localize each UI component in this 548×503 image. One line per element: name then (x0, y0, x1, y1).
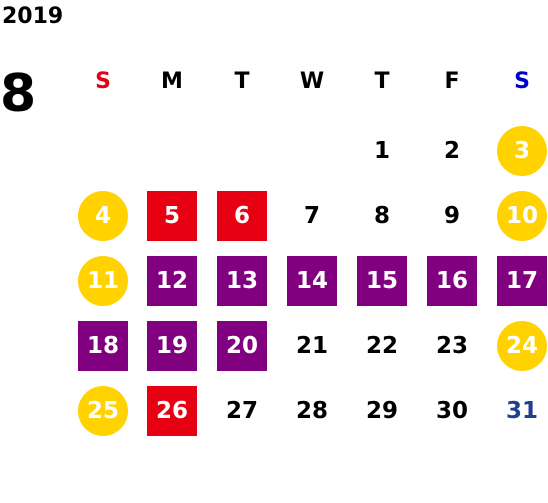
calendar-day[interactable]: 1 (373, 138, 390, 164)
calendar-day[interactable]: 11 (78, 256, 128, 306)
calendar-year: 2019 (2, 4, 64, 29)
calendar-day[interactable]: 5 (147, 191, 197, 241)
calendar-day[interactable]: 18 (78, 321, 128, 371)
weekday-label: S (95, 69, 111, 94)
calendar-day[interactable]: 27 (225, 398, 258, 424)
calendar-day[interactable]: 4 (78, 191, 128, 241)
calendar-day[interactable]: 12 (147, 256, 197, 306)
calendar-day[interactable]: 14 (287, 256, 337, 306)
calendar-day[interactable]: 28 (295, 398, 328, 424)
calendar-day[interactable]: 17 (497, 256, 547, 306)
calendar-day[interactable]: 6 (217, 191, 267, 241)
weekday-label: S (514, 69, 530, 94)
calendar-day[interactable]: 21 (295, 333, 328, 359)
calendar-day[interactable]: 20 (217, 321, 267, 371)
calendar-day[interactable]: 7 (303, 203, 320, 229)
weekday-label: F (444, 69, 460, 94)
calendar-day[interactable]: 15 (357, 256, 407, 306)
calendar-day[interactable]: 29 (365, 398, 398, 424)
weekday-label: T (374, 69, 390, 94)
calendar-day[interactable]: 31 (505, 398, 538, 424)
calendar-day[interactable]: 10 (497, 191, 547, 241)
calendar-month: 8 (0, 64, 37, 124)
calendar-day[interactable]: 19 (147, 321, 197, 371)
calendar-day[interactable]: 22 (365, 333, 398, 359)
weekday-label: T (234, 69, 250, 94)
calendar-day[interactable]: 16 (427, 256, 477, 306)
calendar-day[interactable]: 8 (373, 203, 390, 229)
calendar-day[interactable]: 24 (497, 321, 547, 371)
weekday-label: W (299, 69, 325, 94)
calendar-day[interactable]: 3 (497, 126, 547, 176)
calendar-day[interactable]: 23 (435, 333, 468, 359)
calendar-day[interactable]: 9 (443, 203, 460, 229)
calendar-day[interactable]: 26 (147, 386, 197, 436)
calendar-day[interactable]: 25 (78, 386, 128, 436)
calendar-day[interactable]: 2 (443, 138, 460, 164)
calendar-day[interactable]: 30 (435, 398, 468, 424)
calendar-day[interactable]: 13 (217, 256, 267, 306)
weekday-label: M (161, 69, 183, 94)
